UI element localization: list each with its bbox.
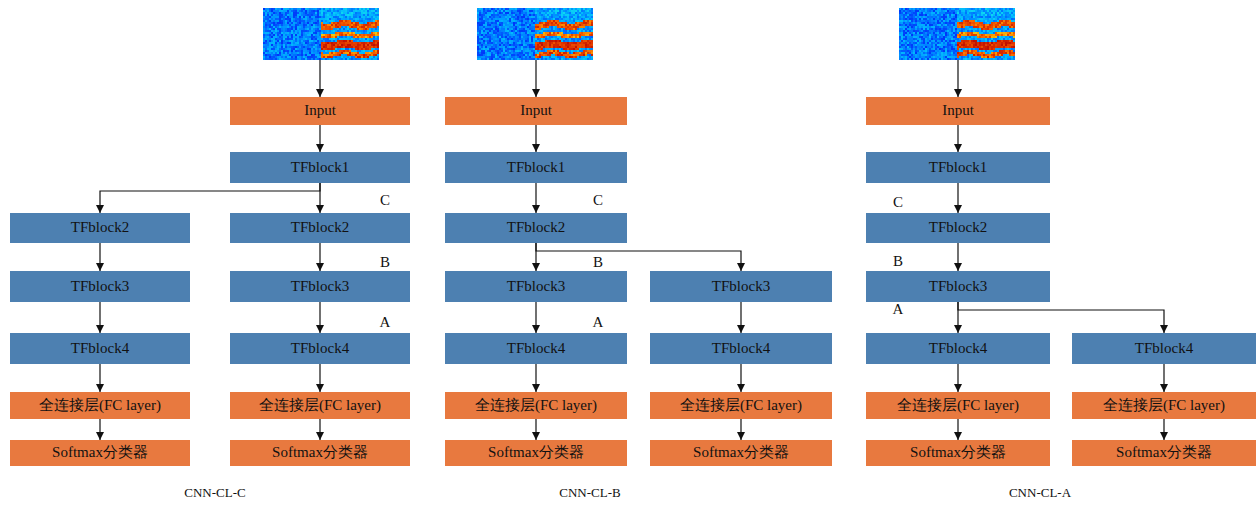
diagram-stage: InputTFblock1TFblock2TFblock3TFblock4全连接… bbox=[0, 0, 1258, 505]
